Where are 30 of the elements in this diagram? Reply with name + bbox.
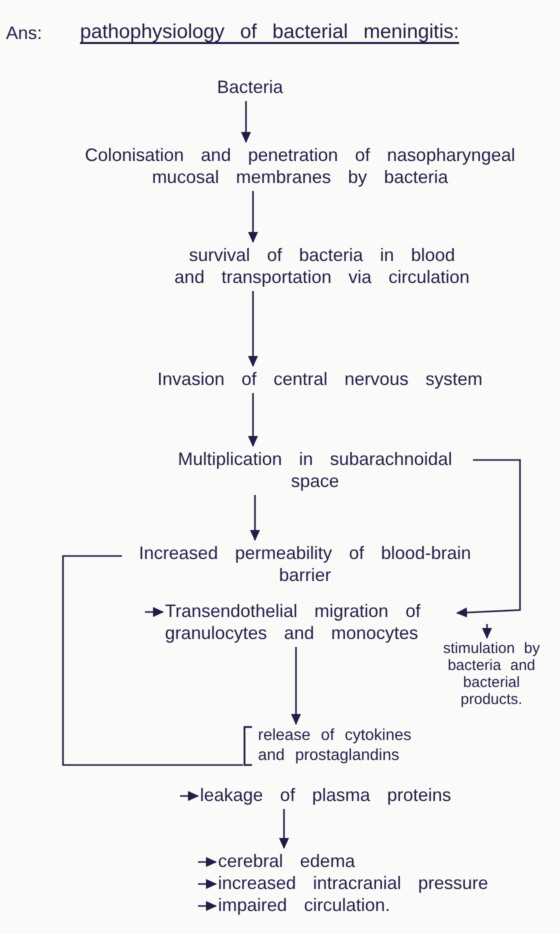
arrow: [248, 393, 258, 447]
step-text: release of cytokines and prostaglandins: [258, 726, 412, 766]
arrow: [248, 291, 258, 367]
arrow: [279, 809, 289, 849]
step-text: Colonisation and penetration of nasopharyngeal mucosal membranes by bacteria: [84, 144, 516, 188]
step-text: leakage of plasma proteins: [200, 784, 452, 806]
arrow: [241, 101, 251, 143]
bullet-arrow: [198, 901, 217, 911]
outcome-text: increased intracranial pressure: [218, 872, 488, 894]
connector-line: [62, 555, 243, 766]
step-text: Transendothelial migration of granulocytes and monocytes: [165, 600, 422, 644]
bullet-arrow: [180, 791, 199, 801]
arrow: [250, 495, 260, 541]
step-text: Multiplication in subarachnoidal space: [176, 448, 454, 492]
bullet-arrow: [198, 857, 217, 867]
arrow: [456, 459, 521, 618]
bullet-arrow: [482, 624, 492, 639]
outcome-text: impaired circulation.: [218, 894, 390, 916]
step-text: Bacteria: [216, 76, 284, 98]
step-text: survival of bacteria in blood and transportation via circulation: [173, 244, 471, 288]
step-text: Increased permeability of blood-brain barrier: [138, 542, 472, 586]
arrow: [291, 647, 301, 725]
arrow: [248, 191, 258, 243]
answer-label: Ans:: [6, 22, 42, 45]
outcome-text: cerebral edema: [218, 850, 356, 872]
bullet-arrow: [198, 879, 217, 889]
step-text: Invasion of central nervous system: [157, 368, 483, 390]
title: pathophysiology of bacterial meningitis:: [80, 20, 460, 44]
bullet-arrow: [145, 607, 164, 617]
annotation-text: stimulation by bacteria and bacterial products.: [442, 640, 541, 708]
